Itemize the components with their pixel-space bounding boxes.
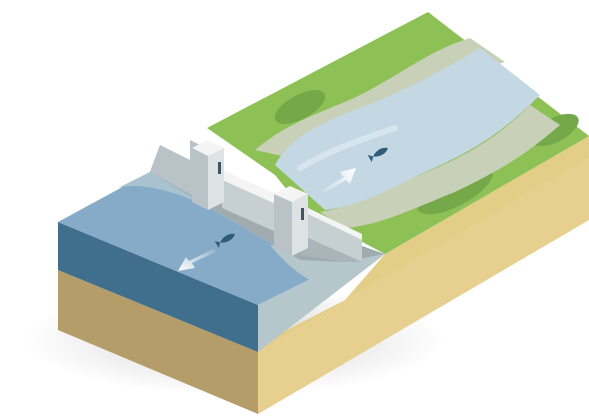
right-slope [300,238,362,262]
pool-bank-right [270,245,345,290]
ground-block [58,136,589,414]
pool-front-face [58,222,258,352]
tower-right-top [274,186,308,202]
pool-bank-left [118,172,210,208]
arrow-downstream-icon [178,249,216,271]
bridge-front [222,180,276,232]
right-ledge [308,214,362,262]
tower-left [192,140,224,210]
downstream-pool [58,172,385,352]
right-ledge-top [308,208,362,240]
tower-left-front [192,148,208,210]
fish-upstream [367,147,388,162]
grass-patch [274,90,326,124]
flow-arrow-downstream [178,249,216,271]
tower-right-slot [301,208,304,220]
tower-left-side [208,148,224,210]
soil-side-face [258,158,589,414]
river-water [275,48,540,210]
pool-top [58,172,345,305]
gate-towers [192,140,308,256]
fish-icon [214,233,235,248]
tower-left-slot [218,162,221,174]
riverbank-lower [320,105,560,228]
sand-top-edge [258,136,589,352]
tower-right-side [292,194,308,256]
upstream-river [255,38,560,228]
arrow-upstream-icon [322,168,356,193]
soil-front-face [58,270,258,414]
bridge-top [222,170,276,204]
fish-downstream [214,233,235,248]
fish-icon [367,147,388,162]
flow-arrow-upstream [322,168,356,193]
left-abutment [150,140,200,200]
tower-right-front [274,194,292,256]
tower-right [274,186,308,256]
river-highlight [297,125,398,171]
pool-side-face [258,254,385,352]
